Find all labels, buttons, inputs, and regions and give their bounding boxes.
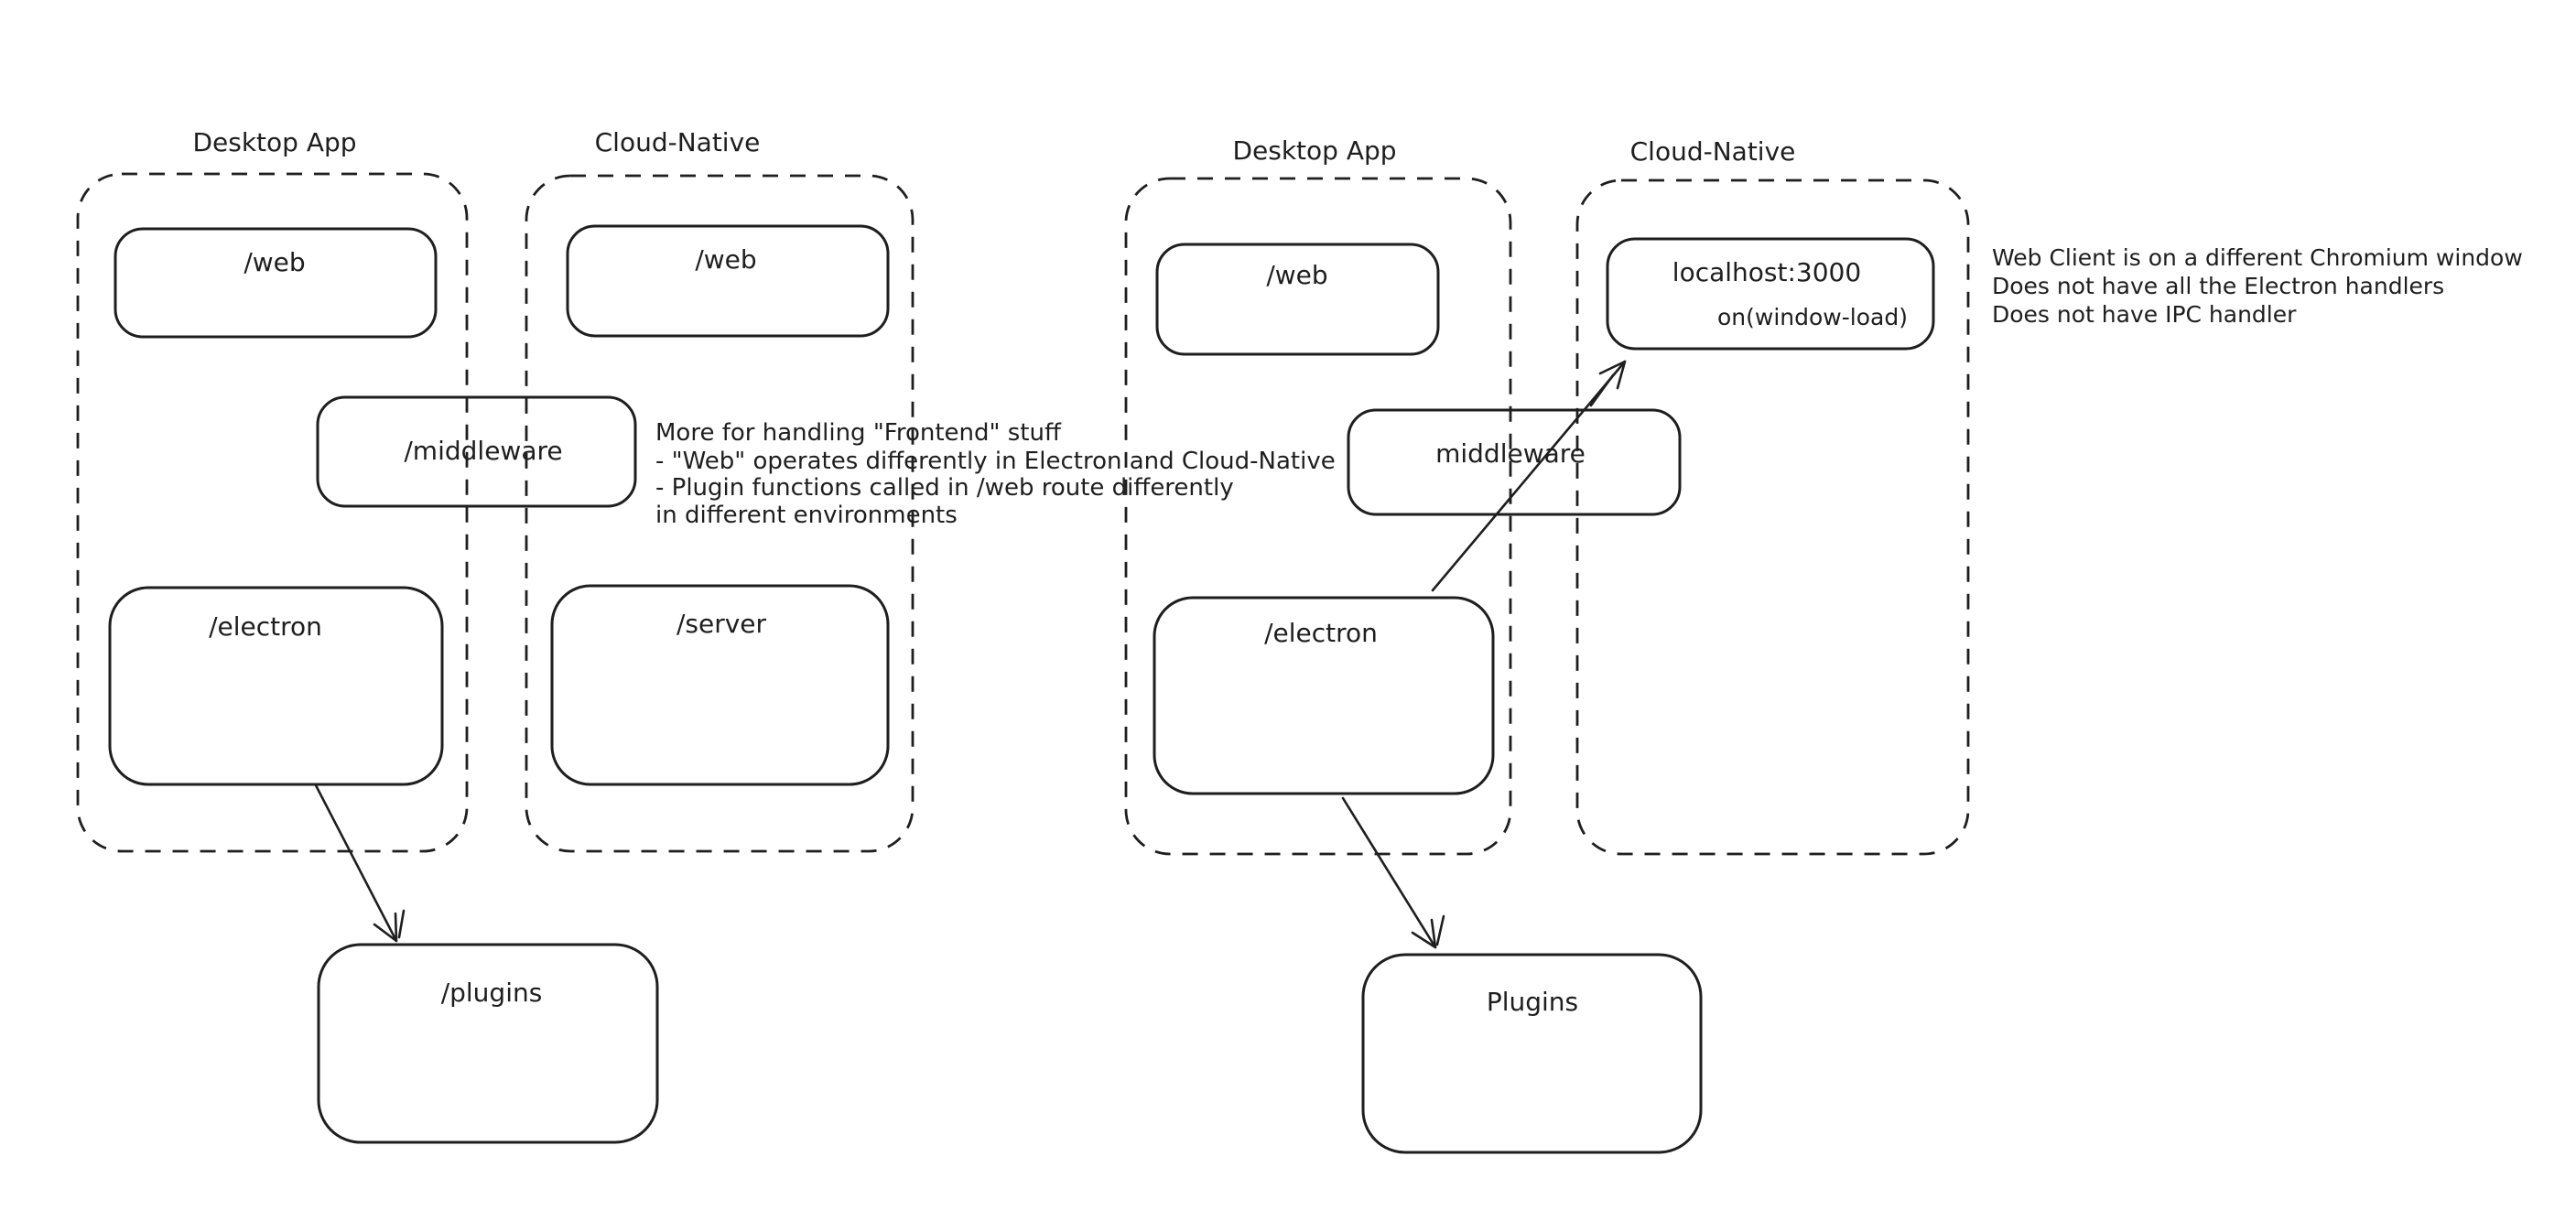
right-middleware-label: middleware [1435,438,1586,469]
right-cloud-native-container [1575,178,1970,856]
left-middleware-label: /middleware [404,436,562,466]
right-electron-box [1153,596,1495,795]
arrow-shaft [1431,360,1627,592]
right-diagram: Desktop App Cloud-Native /web middleware… [1124,135,2523,1154]
right-middleware-box [1347,408,1682,516]
right-desktop-app-label: Desktop App [1232,135,1396,166]
arrow-head [1598,360,1627,390]
green-note-line-2: - "Web" operates differently in Electron… [655,448,1336,475]
left-server-label: /server [676,609,767,639]
green-note-line-4: in different environments [655,502,958,529]
left-middleware-box [316,395,637,508]
arrow-head [1411,918,1437,949]
right-localhost-box [1606,237,1935,351]
right-localhost-event-label: on(window-load) [1717,304,1908,330]
arrow-head-sketch [397,909,406,939]
arrow-shaft [1341,796,1437,949]
left-cloud-native-container [525,174,915,853]
right-localhost-label: localhost:3000 [1672,257,1861,287]
right-cloud-native-label: Cloud-Native [1630,136,1796,167]
arrow-right-electron-to-plugins [1341,796,1445,949]
left-web-cloud-box [566,224,890,338]
right-web-label: /web [1266,260,1327,290]
arrow-head-sketch [1589,373,1615,407]
right-plugins-box [1361,953,1703,1154]
left-plugins-label: /plugins [441,978,543,1008]
left-plugins-box [317,943,659,1144]
left-web-desktop-box [114,227,438,339]
green-note-line-3: - Plugin functions called in /web route … [655,474,1234,502]
left-desktop-app-label: Desktop App [192,127,356,157]
arrow-shaft [314,784,398,943]
green-note-line-1: More for handling "Frontend" stuff [655,419,1062,447]
right-desktop-app-container [1124,177,1512,856]
arrow-head-sketch [1435,914,1445,946]
left-web-cloud-label: /web [695,244,756,275]
red-note-line-2: Does not have all the Electron handlers [1992,273,2444,299]
left-desktop-app-container [76,172,469,853]
red-note-line-3: Does not have IPC handler [1992,301,2297,328]
left-diagram: Desktop App Cloud-Native /web /web /midd… [76,127,1336,1144]
left-web-desktop-label: /web [244,247,305,277]
arrow-right-electron-to-localhost [1431,360,1627,592]
right-web-box [1155,243,1440,356]
left-electron-box [108,586,444,786]
arrow-left-electron-to-plugins [314,784,406,943]
red-note-line-1: Web Client is on a different Chromium wi… [1992,244,2523,271]
left-electron-label: /electron [209,611,322,642]
left-green-note: More for handling "Frontend" stuff - "We… [655,419,1336,529]
left-cloud-native-label: Cloud-Native [595,127,761,157]
right-electron-label: /electron [1264,618,1378,648]
right-red-note: Web Client is on a different Chromium wi… [1992,244,2523,328]
arrow-head [373,912,398,943]
left-server-box [550,584,890,786]
right-plugins-label: Plugins [1487,987,1578,1017]
